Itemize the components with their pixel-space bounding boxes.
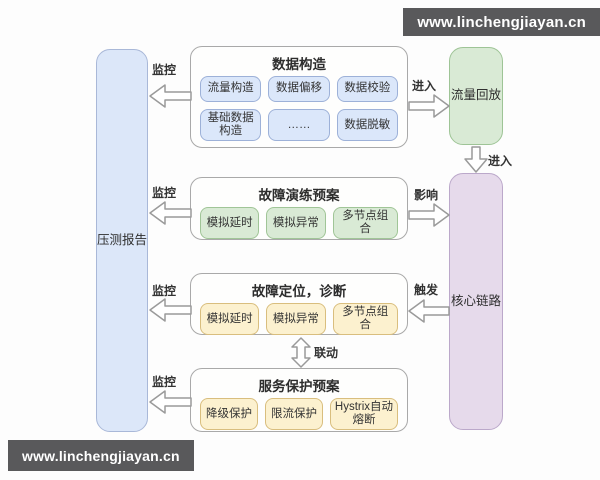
pill-rate-limit-protection: 限流保护 xyxy=(265,398,323,431)
arrow-right-affect-icon xyxy=(408,203,450,227)
group-title: 服务保护预案 xyxy=(258,379,340,394)
pill-degrade-protection: 降级保护 xyxy=(200,398,258,431)
pill-row: 模拟延时 模拟异常 多节点组合 xyxy=(200,207,398,240)
arrow-left-monitor-1-icon xyxy=(149,84,192,108)
stress-test-report-label: 压测报告 xyxy=(97,232,148,247)
pill-simulate-exception: 模拟异常 xyxy=(266,207,326,240)
arrow-left-monitor-3-icon xyxy=(149,298,192,322)
pill-row: 基础数据构造 …… 数据脱敏 xyxy=(200,109,398,142)
edge-label-trigger: 触发 xyxy=(414,283,439,297)
arrow-left-trigger-icon xyxy=(408,299,450,323)
group-service-protection: 服务保护预案 降级保护 限流保护 Hystrix自动熔断 xyxy=(190,368,408,432)
pill-data-offset: 数据偏移 xyxy=(268,76,330,102)
pill-data-verification: 数据校验 xyxy=(336,76,398,102)
group-fault-locating: 故障定位，诊断 模拟延时 模拟异常 多节点组合 xyxy=(190,273,408,336)
pill-row: 流量构造 数据偏移 数据校验 xyxy=(200,76,398,102)
group-data-construction: 数据构造 流量构造 数据偏移 数据校验 基础数据构造 …… 数据脱敏 xyxy=(190,46,408,148)
pill-simulate-delay: 模拟延时 xyxy=(200,207,260,240)
pill-ellipsis: …… xyxy=(268,109,330,142)
edge-label-affect: 影响 xyxy=(414,188,439,202)
node-core-link: 核心链路 xyxy=(449,173,503,430)
group-title: 故障演练预案 xyxy=(258,188,340,203)
watermark-banner-top: www.linchengjiayan.cn xyxy=(403,8,600,36)
arrow-vertical-linkage-icon xyxy=(291,337,311,368)
pill-simulate-delay: 模拟延时 xyxy=(200,303,260,336)
pill-multi-node-combo: 多节点组合 xyxy=(332,207,398,240)
pill-hystrix-circuit-breaker: Hystrix自动熔断 xyxy=(330,398,398,431)
pill-traffic-construction: 流量构造 xyxy=(200,76,262,102)
edge-label-enter-2: 进入 xyxy=(488,154,513,168)
pill-basic-data-construction: 基础数据构造 xyxy=(200,109,262,142)
node-traffic-replay: 流量回放 xyxy=(449,47,503,145)
edge-label-monitor-3: 监控 xyxy=(152,284,177,298)
node-stress-test-report: 压测报告 xyxy=(96,49,148,432)
watermark-banner-bottom: www.linchengjiayan.cn xyxy=(8,440,194,471)
pill-row: 降级保护 限流保护 Hystrix自动熔断 xyxy=(200,398,398,431)
edge-label-monitor-4: 监控 xyxy=(152,375,177,389)
edge-label-enter-1: 进入 xyxy=(412,79,437,93)
pill-simulate-exception: 模拟异常 xyxy=(266,303,326,336)
group-title: 数据构造 xyxy=(272,57,326,72)
group-title: 故障定位，诊断 xyxy=(251,284,347,299)
arrow-left-monitor-2-icon xyxy=(149,201,192,225)
pill-multi-node-combo: 多节点组合 xyxy=(332,303,398,336)
arrow-right-enter-icon xyxy=(408,94,450,118)
edge-label-linkage: 联动 xyxy=(314,346,339,360)
edge-label-monitor-1: 监控 xyxy=(152,63,177,77)
core-link-label: 核心链路 xyxy=(450,293,501,308)
watermark-url-top: www.linchengjiayan.cn xyxy=(417,13,586,31)
arrow-down-enter-icon xyxy=(464,146,488,173)
edge-label-monitor-2: 监控 xyxy=(152,186,177,200)
pill-data-masking: 数据脱敏 xyxy=(336,109,398,142)
traffic-replay-label: 流量回放 xyxy=(450,88,501,103)
watermark-url-bottom: www.linchengjiayan.cn xyxy=(22,447,180,464)
group-fault-drill-plan: 故障演练预案 模拟延时 模拟异常 多节点组合 xyxy=(190,177,408,240)
arrow-left-monitor-4-icon xyxy=(149,390,192,414)
pill-row: 模拟延时 模拟异常 多节点组合 xyxy=(200,303,398,336)
